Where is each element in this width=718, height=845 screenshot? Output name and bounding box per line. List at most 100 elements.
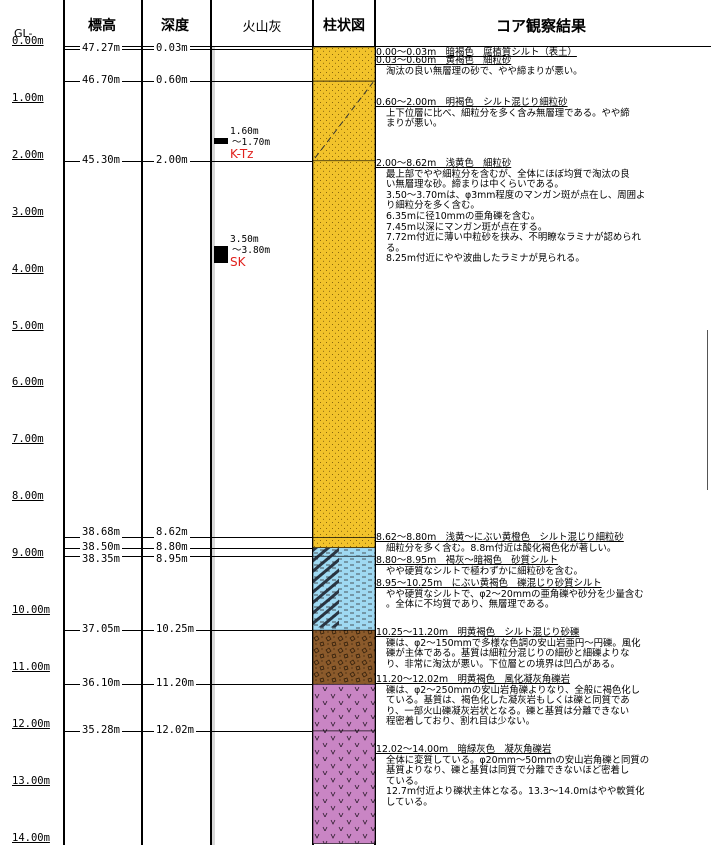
gl-depth-text: 3.00m [12, 205, 44, 218]
depth-value: 0.60m [154, 74, 190, 87]
elevation-value: 47.27m [80, 41, 122, 54]
gl-depth-label: 2.00m [12, 149, 54, 161]
strata-layer-sand [313, 537, 375, 549]
description-heading: 0.00～0.03m 暗褐色 腐植質シルト（表土） [376, 47, 577, 58]
boundary-tick [64, 160, 375, 162]
depth-value: 11.20m [154, 677, 196, 690]
boundary-tick [64, 730, 375, 732]
description-heading: 11.20～12.02m 明黄褐色 風化凝灰角礫岩 [376, 674, 571, 685]
description-line: 7.72m付近に薄い中粒砂を挟み、不明瞭なラミナが認められ [386, 232, 642, 244]
description-line: り、非常に淘汰が悪い。下位層との境界は凹凸がある。 [386, 658, 620, 670]
gl-depth-label: 8.00m [12, 490, 54, 502]
strata-layer-tuff [313, 730, 375, 844]
tephra-top-label: 3.50m [230, 234, 259, 246]
gl-depth-text: 13.00m [12, 774, 50, 787]
description-heading: 8.62～8.80m 浅黄～にぶい黄橙色 シルト混じり細粒砂 [376, 532, 624, 543]
description-line: 上下位層に比べ、細粒分を多く含み無層理である。やや締 [386, 107, 630, 119]
depth-value: 8.80m [154, 540, 190, 553]
tephra-bottom-label: ～1.70m [232, 137, 271, 149]
gl-depth-label: 5.00m [12, 320, 54, 332]
gl-depth-text: 11.00m [12, 660, 50, 673]
description-line: 礫が主体である。基質は細粒分混じりの細砂と細礫よりな [386, 648, 630, 660]
header-gl-text: GL- [14, 26, 33, 40]
description-line: 基質よりなり、礫と基質は同質で分離できないほど密着し [386, 765, 630, 777]
gl-depth-label: 13.00m [12, 775, 54, 787]
description-line: 全体に変質している。φ20mm～50mmの安山岩角礫と同質の [386, 754, 650, 766]
header-elevation: 標高 [88, 18, 116, 34]
description-line: 最上部でやや細粒分を含むが、全体にほぼ均質で淘汰の良 [386, 168, 630, 180]
layer-description: 8.62～8.80m 浅黄～にぶい黄橙色 シルト混じり細粒砂細粒分を多く含む。8… [376, 532, 706, 554]
boundary-tick [64, 81, 375, 83]
ash-scale-bar [211, 47, 215, 845]
strata-layer-sand [313, 160, 375, 538]
depth-value: 10.25m [154, 623, 196, 636]
depth-value: 8.95m [154, 553, 190, 566]
strata-layer-tuff [313, 683, 375, 732]
elevation-value: 36.10m [80, 677, 122, 690]
description-line: やや硬質なシルトで極わずかに細粒砂を含む。 [386, 565, 583, 577]
elevation-value: 38.35m [80, 553, 122, 566]
gl-depth-text: 4.00m [12, 262, 44, 275]
elevation-value: 37.05m [80, 623, 122, 636]
tephra-name: SK [230, 255, 246, 270]
tephra-layer-mark [214, 246, 228, 264]
depth-value: 12.02m [154, 723, 196, 736]
description-heading: 10.25～11.20m 明黄褐色 シルト混じり砂礫 [376, 627, 580, 638]
gl-depth-label: 0.00m [12, 35, 54, 47]
gl-depth-text: 2.00m [12, 148, 44, 161]
layer-description: 12.02～14.00m 暗緑灰色 凝灰角礫岩全体に変質している。φ20mm～5… [376, 744, 706, 809]
strata-gradational-contact [314, 81, 374, 159]
gl-depth-text: 0.00m [12, 35, 44, 47]
description-line: る。 [386, 242, 405, 254]
tephra-top-label: 1.60m [230, 126, 259, 138]
layer-description: 0.60～2.00m 明褐色 シルト混じり細粒砂上下位層に比べ、細粒分を多く含み… [376, 97, 706, 130]
boundary-tick [64, 630, 375, 632]
right-margin-line [707, 330, 708, 490]
description-heading: 8.95～10.25m にぶい黄褐色 礫混じり砂質シルト [376, 578, 602, 589]
gl-depth-label: 4.00m [12, 263, 54, 275]
header-depth: 深度 [161, 18, 189, 34]
strata-layer-gravel [313, 629, 375, 685]
gl-depth-text: 9.00m [12, 547, 44, 560]
strata-gravel-hatch [313, 547, 339, 628]
elevation-value: 46.70m [80, 74, 122, 87]
gl-depth-text: 5.00m [12, 319, 44, 332]
gl-depth-label: 3.00m [12, 206, 54, 218]
layer-description: 8.95～10.25m にぶい黄褐色 礫混じり砂質シルトやや硬質なシルトで、φ2… [376, 578, 706, 611]
gl-depth-label: 7.00m [12, 433, 54, 445]
gl-depth-text: 12.00m [12, 717, 50, 730]
layer-description: 2.00～8.62m 浅黄色 細粒砂最上部でやや細粒分を含むが、全体にほぼ均質で… [376, 158, 706, 265]
header-observation: コア観察結果 [495, 16, 586, 35]
depth-value: 8.62m [154, 526, 190, 539]
gl-depth-label: 14.00m [12, 832, 54, 844]
divider-depth [141, 0, 143, 845]
boundary-tick [64, 48, 375, 50]
description-line: り細粒分を多く含む。 [386, 200, 480, 212]
description-line: まりが悪い。 [386, 118, 443, 130]
gl-depth-text: 1.00m [12, 91, 44, 104]
boundary-tick [64, 684, 375, 686]
layer-description: 8.80～8.95m 褐灰～暗褐色 砂質シルトやや硬質なシルトで極わずかに細粒砂… [376, 555, 706, 577]
strata-column [313, 47, 375, 844]
description-heading: 12.02～14.00m 暗緑灰色 凝灰角礫岩 [376, 744, 552, 755]
description-line: い無層理な砂。締まりは中くらいである。 [386, 179, 564, 191]
strata-layer-sand [313, 47, 375, 82]
divider-ash-left [210, 0, 212, 845]
layer-description: 10.25～11.20m 明黄褐色 シルト混じり砂礫礫は、φ2～150mmで多様… [376, 627, 706, 670]
layer-description: 11.20～12.02m 明黄褐色 風化凝灰角礫岩礫は、φ2～250mmの安山岩… [376, 674, 706, 728]
description-line: 。全体に不均質であり、無層理である。 [386, 599, 555, 611]
depth-value: 0.03m [154, 41, 190, 54]
description-line: している。 [386, 796, 433, 808]
description-line: 8.25m付近にやや波曲したラミナが見られる。 [386, 253, 585, 265]
gl-depth-label: 11.00m [12, 661, 54, 673]
description-heading: 0.60～2.00m 明褐色 シルト混じり細粒砂 [376, 97, 568, 108]
description-line: 程密着しており、割れ目は少ない。 [386, 716, 536, 728]
header-bottom-rule [63, 46, 711, 47]
description-heading: 8.80～8.95m 褐灰～暗褐色 砂質シルト [376, 555, 559, 566]
description-line: り、一部火山礫凝灰岩状となる。礫と基質は分離できない [386, 705, 630, 717]
description-line: 淘汰の良い無層理の砂で、やや締まりが悪い。 [386, 65, 583, 77]
gl-depth-text: 14.00m [12, 831, 50, 844]
description-line: 礫は、φ2～150mmで多様な色調の安山岩亜円～円礫。風化 [386, 637, 641, 649]
divider-elevation [63, 0, 65, 845]
elevation-value: 38.50m [80, 540, 122, 553]
